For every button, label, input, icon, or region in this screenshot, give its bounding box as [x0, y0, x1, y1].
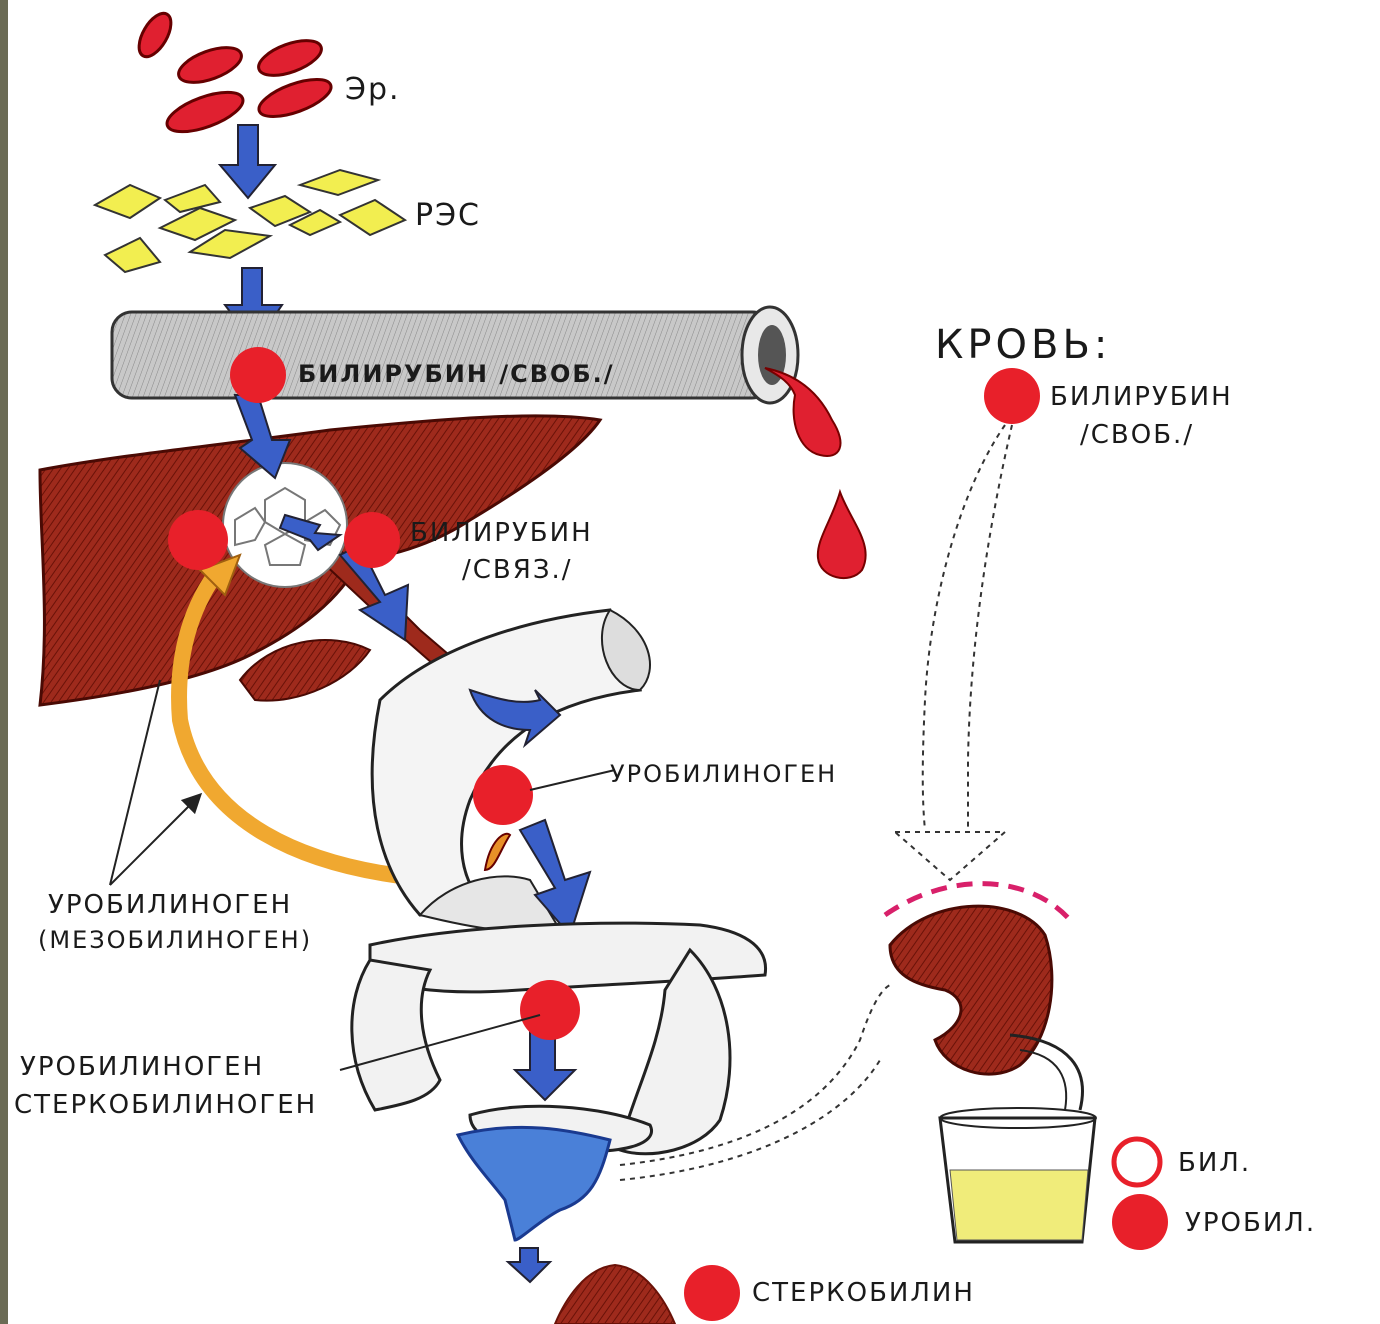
- hollow-arrow-head: [895, 832, 1005, 880]
- dashed-blood-to-kidney: [923, 425, 1005, 830]
- stercobilinogen-label: СТЕРКОБИЛИНОГЕН: [14, 1090, 317, 1120]
- urine-glass: [940, 1108, 1096, 1242]
- urobilinogen-gut-label: УРОБИЛИНОГЕН: [610, 760, 837, 788]
- legend-urobil-label: УРОБИЛ.: [1185, 1208, 1316, 1238]
- legend-hollow-dot: [1114, 1139, 1160, 1185]
- erythrocytes-label: Эр.: [345, 72, 401, 107]
- res-label: РЭС: [415, 198, 481, 233]
- kidney: [890, 906, 1052, 1074]
- blood-vessel: [112, 307, 798, 403]
- blood-title: КРОВЬ:: [935, 322, 1111, 368]
- erythrocytes: [133, 8, 336, 140]
- blood-bilirubin-label: БИЛИРУБИН: [1050, 382, 1233, 412]
- urobilinogen-meso-label: УРОБИЛИНОГЕН: [48, 890, 292, 920]
- arrow-er-to-res: [220, 125, 275, 198]
- bilirubin-bound-sub-label: /СВЯЗ./: [462, 555, 573, 585]
- blood-drop: [818, 492, 866, 578]
- arrow-colon-down: [515, 1030, 575, 1100]
- legend-bil-label: БИЛ.: [1178, 1148, 1251, 1178]
- urobilinogen-colon-label: УРОБИЛИНОГЕН: [20, 1052, 264, 1082]
- urobilinogen-meso-sub-label: (МЕЗОБИЛИНОГЕН): [38, 926, 312, 954]
- feces: [555, 1265, 675, 1324]
- bilirubin-bound-label: БИЛИРУБИН: [410, 518, 593, 548]
- blood-bilirubin-sub-label: /СВОБ./: [1080, 420, 1194, 450]
- arrow-to-feces: [508, 1248, 550, 1282]
- rectum: [458, 1127, 610, 1240]
- stercobilin-label: СТЕРКОБИЛИН: [752, 1278, 975, 1308]
- bilirubin-free-vessel-label: БИЛИРУБИН /СВОБ./: [298, 360, 615, 388]
